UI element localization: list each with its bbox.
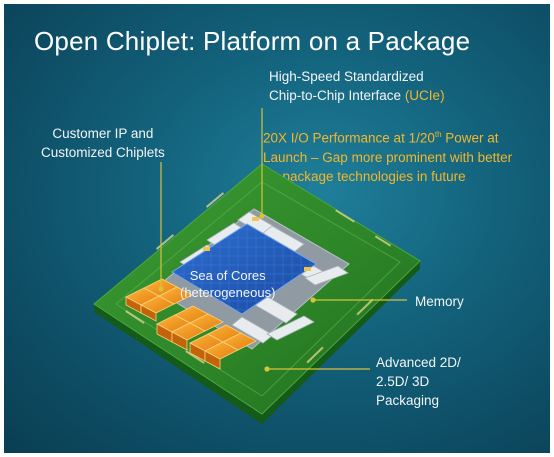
sea-of-cores-line1: Sea of Cores [189, 268, 266, 283]
ucie-label-line2: Chip-to-Chip Interface (UCIe) [269, 88, 445, 103]
sea-of-cores-label: Sea of Cores (heterogeneous) [180, 267, 275, 301]
customer-ip-line1: Customer IP and [52, 126, 154, 141]
chiplet-group-2 [156, 305, 224, 351]
customer-chiplets [125, 278, 257, 370]
slide-background: Open Chiplet: Platform on a Package High… [4, 4, 550, 453]
performance-line3: on-package technologies in future [263, 168, 466, 184]
customer-ip-line2: Customized Chiplets [41, 145, 165, 160]
sea-of-cores-grid [172, 224, 316, 314]
performance-note: 20X I/O Performance at 1/20th Power at L… [263, 125, 512, 186]
performance-line1: 20X I/O Performance at 1/20th Power at [263, 130, 499, 146]
ucie-label-line1: High-Speed Standardized [269, 69, 424, 84]
packaging-line2: 2.5D/ 3D [376, 374, 430, 389]
customer-ip-label: Customer IP and Customized Chiplets [41, 124, 165, 162]
memory-label: Memory [415, 294, 464, 309]
ucie-accent: (UCIe) [404, 88, 445, 103]
packaging-line3: Packaging [376, 393, 440, 408]
slide-title: Open Chiplet: Platform on a Package [34, 26, 471, 56]
leader-lines [158, 108, 407, 372]
package-diagram [93, 108, 421, 424]
chiplet-group-3 [189, 324, 257, 370]
sea-of-cores-line2: (heterogeneous) [180, 285, 276, 300]
packaging-label: Advanced 2D/ 2.5D/ 3D Packaging [376, 353, 461, 410]
ucie-label: High-Speed Standardized Chip-to-Chip Int… [269, 67, 445, 105]
ucie-bridges [203, 217, 311, 271]
performance-line2: Launch – Gap more prominent with better [263, 149, 513, 165]
packaging-line1: Advanced 2D/ [376, 355, 461, 370]
substrate-pads [125, 192, 392, 364]
